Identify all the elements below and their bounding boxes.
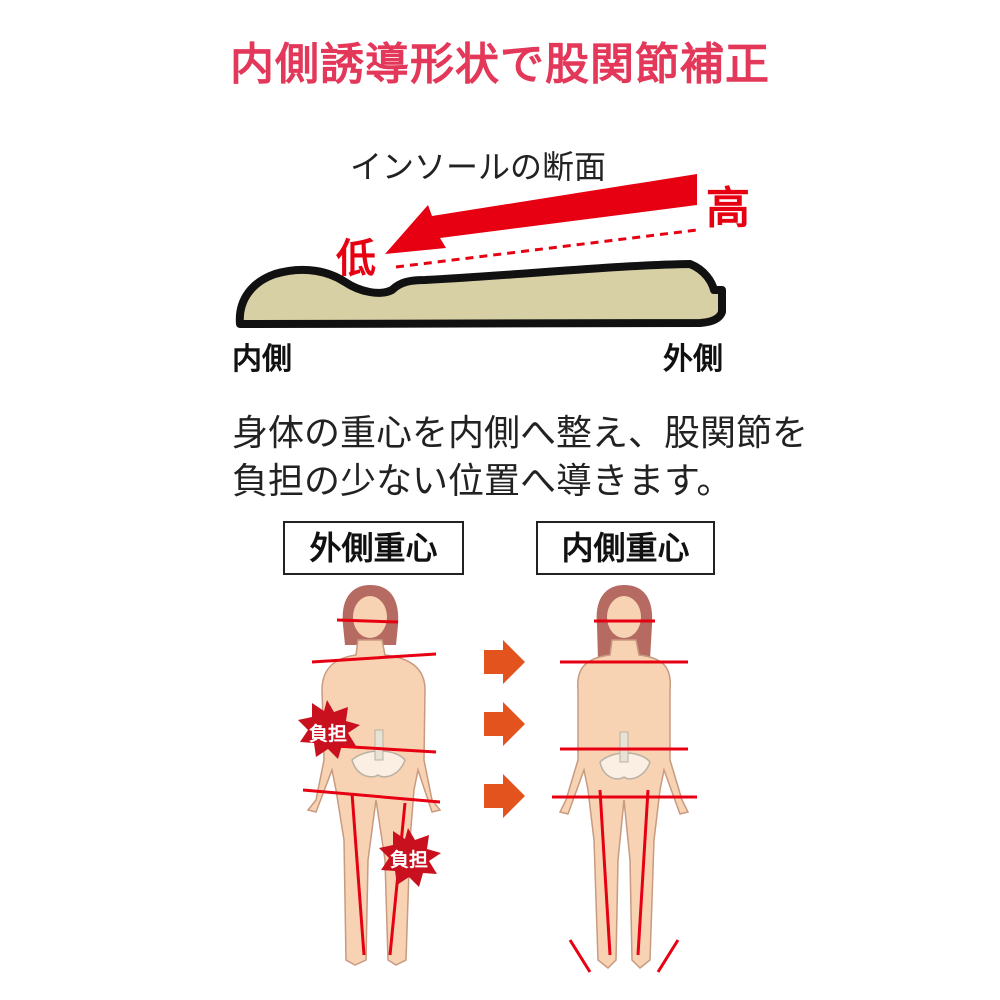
description-line-2: 負担の少ない位置へ導きます。: [232, 461, 733, 502]
slope-arrow: [385, 174, 698, 269]
figure-outer-center: [302, 585, 442, 966]
outer-center-label-box: 外側重心: [283, 521, 464, 575]
inner-side-label: 内側: [232, 342, 292, 377]
description: 身体の重心を内側へ整え、股関節を 負担の少ない位置へ導きます。: [232, 410, 808, 506]
page-title: 内側誘導形状で股関節補正: [230, 39, 770, 90]
inner-center-label-box: 内側重心: [536, 521, 715, 575]
insole-cross-section: [235, 260, 726, 328]
burden-text-hip: 負担: [309, 722, 347, 745]
high-label: 高: [706, 183, 750, 234]
description-line-1: 身体の重心を内側へ整え、股関節を: [232, 413, 809, 454]
insole-section-label: インソールの断面: [350, 148, 607, 186]
outer-side-label: 外側: [663, 342, 723, 377]
figure-inner-center: [552, 585, 697, 973]
burden-badge-hip: 負担: [298, 700, 360, 759]
low-label: 低: [336, 236, 376, 282]
burden-badge-knee: 負担: [379, 828, 441, 887]
burden-text-knee: 負担: [390, 848, 428, 871]
transition-arrows: [484, 640, 525, 818]
